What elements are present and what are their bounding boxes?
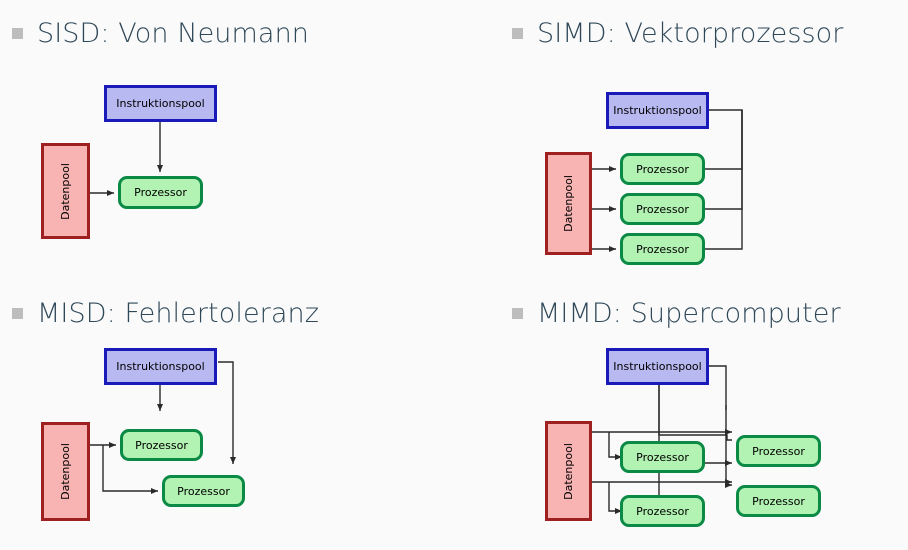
- node-data-pool-label: Datenpool: [562, 175, 576, 232]
- diagram-simd-connectors: [592, 109, 743, 252]
- heading-sisd-label: SISD: Von Neumann: [37, 18, 309, 49]
- bullet-square-icon: [12, 28, 23, 39]
- node-processor-left-2: Prozessor: [620, 495, 705, 527]
- node-instruction-pool: Instruktionspool: [104, 348, 217, 385]
- node-data-pool: Datenpool: [41, 422, 90, 521]
- node-processor-2: Prozessor: [620, 193, 705, 225]
- diagram-misd-connectors: [90, 361, 236, 494]
- node-processor-left-2-label: Prozessor: [636, 504, 689, 518]
- diagram-sisd: Instruktionspool Datenpool Prozessor: [0, 0, 454, 270]
- node-processor-1: Prozessor: [118, 176, 203, 209]
- node-processor-right-1-label: Prozessor: [752, 444, 805, 458]
- heading-mimd-label: MIMD: Supercomputer: [537, 298, 841, 329]
- diagram-simd: Instruktionspool Datenpool Prozessor Pro…: [454, 0, 908, 270]
- node-instruction-pool: Instruktionspool: [104, 85, 217, 122]
- node-processor-1: Prozessor: [120, 429, 203, 461]
- node-processor-1-label: Prozessor: [636, 162, 689, 176]
- node-instruction-pool-label: Instruktionspool: [613, 360, 702, 373]
- heading-simd-label: SIMD: Vektorprozessor: [537, 18, 844, 49]
- node-processor-right-2-label: Prozessor: [752, 494, 805, 508]
- node-processor-left-1-label: Prozessor: [636, 450, 689, 464]
- node-processor-2-label: Prozessor: [177, 484, 230, 498]
- quadrant-misd: MISD: Fehlertoleranz Instruktionspool Da…: [0, 280, 454, 550]
- node-data-pool-label: Datenpool: [59, 443, 73, 500]
- node-instruction-pool-label: Instruktionspool: [116, 97, 205, 110]
- heading-sisd: SISD: Von Neumann: [12, 20, 309, 47]
- bullet-square-icon: [12, 308, 23, 319]
- bullet-square-icon: [512, 28, 523, 39]
- diagram-mimd: Instruktionspool Datenpool Prozessor Pro…: [454, 280, 908, 541]
- node-data-pool: Datenpool: [545, 421, 592, 521]
- node-data-pool: Datenpool: [545, 152, 592, 255]
- arrow-data-to-left-proc-2: [608, 482, 622, 514]
- node-processor-3-label: Prozessor: [636, 242, 689, 256]
- node-processor-1-label: Prozessor: [134, 186, 187, 199]
- quadrant-sisd: SISD: Von Neumann Instruktionspool Daten…: [0, 0, 454, 270]
- node-instruction-pool-label: Instruktionspool: [116, 360, 205, 373]
- arrow-instr-to-right-proc-2: [709, 365, 732, 488]
- node-data-pool-label: Datenpool: [562, 442, 576, 500]
- heading-misd: MISD: Fehlertoleranz: [12, 300, 319, 327]
- diagram-misd: Instruktionspool Datenpool Prozessor Pro…: [0, 280, 454, 541]
- diagram-sisd-connectors: [90, 122, 163, 196]
- node-instruction-pool: Instruktionspool: [606, 348, 709, 385]
- quadrant-mimd: MIMD: Supercomputer: [454, 280, 908, 550]
- node-processor-3: Prozessor: [620, 233, 705, 265]
- node-instruction-pool: Instruktionspool: [606, 92, 709, 129]
- node-processor-left-1: Prozessor: [620, 441, 705, 473]
- node-data-pool-label: Datenpool: [59, 162, 73, 220]
- arrow-data-to-left-proc-1: [608, 432, 622, 460]
- bullet-square-icon: [512, 308, 523, 319]
- node-instruction-pool-label: Instruktionspool: [613, 104, 702, 117]
- node-processor-2: Prozessor: [162, 475, 245, 507]
- arrow-instr-to-proc-2: [218, 361, 236, 464]
- node-processor-right-1: Prozessor: [736, 435, 821, 467]
- node-processor-2-label: Prozessor: [636, 202, 689, 216]
- quadrant-simd: SIMD: Vektorprozessor Instruktionspool D…: [454, 0, 908, 270]
- node-data-pool: Datenpool: [41, 143, 90, 239]
- heading-simd: SIMD: Vektorprozessor: [512, 20, 844, 47]
- node-processor-1: Prozessor: [620, 153, 705, 185]
- node-processor-1-label: Prozessor: [135, 438, 188, 452]
- heading-misd-label: MISD: Fehlertoleranz: [37, 298, 320, 329]
- heading-mimd: MIMD: Supercomputer: [512, 300, 841, 327]
- node-processor-right-2: Prozessor: [736, 485, 821, 517]
- arrow-data-to-proc-2: [102, 445, 158, 494]
